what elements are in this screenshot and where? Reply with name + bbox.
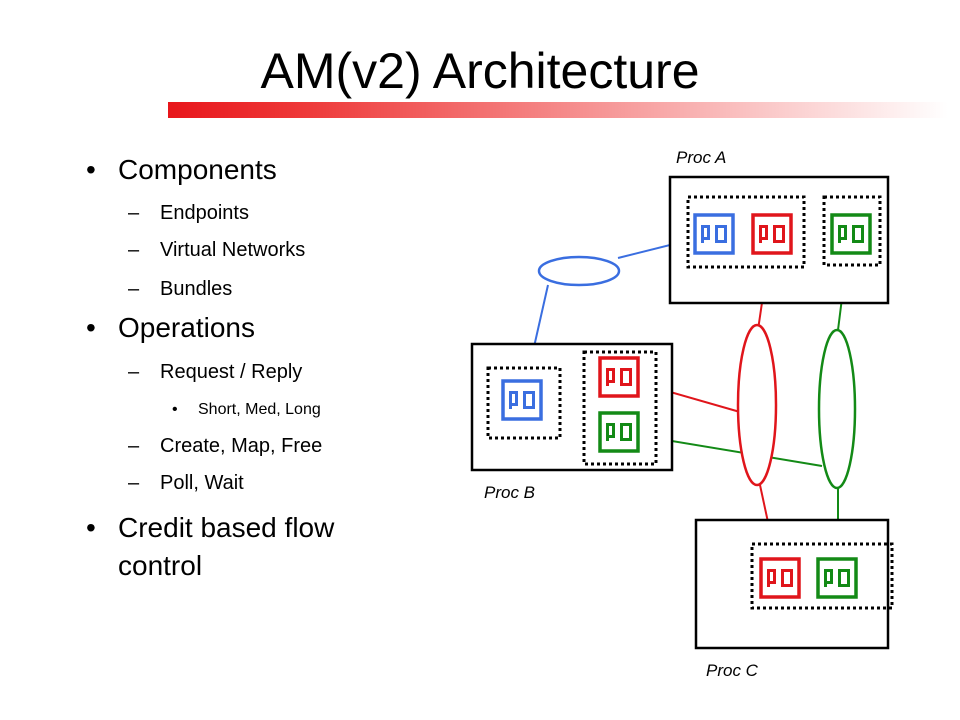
bullet-list: • Components – Endpoints – Virtual Netwo…: [0, 0, 400, 720]
endpoint-icon: [598, 411, 640, 453]
proc-c-box: [694, 518, 894, 650]
proc-a-box: [668, 175, 890, 305]
dash-marker: –: [128, 472, 140, 494]
proc-b-label: Proc B: [484, 483, 535, 502]
endpoint-icon: [816, 557, 858, 599]
dash-marker: –: [128, 361, 140, 383]
proc-b-box: [470, 342, 674, 472]
bullet-marker: •: [86, 154, 96, 185]
endpoint-icon: [759, 557, 801, 599]
dash-marker: –: [128, 239, 140, 261]
bundle-outline: [486, 366, 562, 440]
endpoint-icon: [751, 213, 793, 255]
bullet-text: Short, Med, Long: [198, 401, 321, 418]
bullet-text: Endpoints: [160, 202, 249, 224]
bullet-text: Bundles: [160, 278, 233, 300]
bullet-text: Components: [118, 154, 277, 185]
endpoint-icon: [501, 379, 543, 421]
dash-marker: –: [128, 202, 140, 224]
bullet-text: Poll, Wait: [160, 472, 244, 494]
slide-title: AM(v2) Architecture: [260, 43, 700, 99]
bullet-text: Request / Reply: [160, 361, 303, 383]
dash-marker: –: [128, 278, 140, 300]
bullet-marker: •: [172, 401, 178, 418]
bullet-text-continued: control: [118, 550, 203, 581]
green-virtual-network-ellipse: [817, 328, 857, 490]
bullet-text: Operations: [118, 312, 255, 343]
red-virtual-network-ellipse: [736, 323, 778, 487]
proc-a-label: Proc A: [676, 148, 726, 167]
title-accent-bar: [168, 102, 948, 118]
bundle-outline: [686, 195, 806, 269]
dash-marker: –: [128, 435, 140, 457]
bullet-text: Virtual Networks: [160, 239, 306, 261]
bullet-marker: •: [86, 512, 96, 543]
endpoint-icon: [598, 356, 640, 398]
bullet-text: Create, Map, Free: [160, 435, 323, 457]
bundle-outline: [822, 195, 882, 267]
blue-virtual-network-ellipse: [537, 255, 621, 287]
bullet-text: Credit based flow: [118, 512, 335, 543]
endpoint-icon: [693, 213, 735, 255]
proc-c-label: Proc C: [706, 661, 759, 680]
bundle-outline: [582, 350, 658, 466]
endpoint-icon: [830, 213, 872, 255]
bullet-marker: •: [86, 312, 96, 343]
